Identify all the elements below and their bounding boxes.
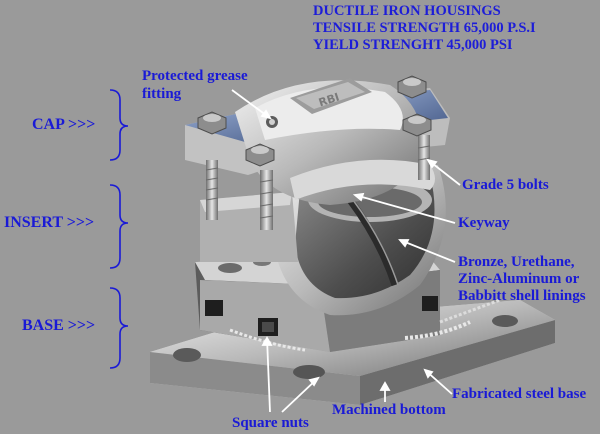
cap-illustration: RBI <box>185 78 450 205</box>
bolt-assembly <box>197 75 432 230</box>
section-label-insert: INSERT >>> <box>4 214 95 231</box>
callout-linings-line2: Zinc-Aluminum or <box>458 271 580 287</box>
base-brace <box>109 287 129 369</box>
section-label-cap: CAP >>> <box>32 116 96 133</box>
callout-machined-bottom: Machined bottom <box>332 402 446 418</box>
header-line-1: DUCTILE IRON HOUSINGS <box>313 3 501 19</box>
callout-grade5-bolts: Grade 5 bolts <box>462 177 549 193</box>
cap-brace <box>109 89 129 161</box>
insert-brace <box>109 184 129 269</box>
leader-linings <box>399 239 456 263</box>
callout-linings-line3: Babbitt shell linings <box>458 288 586 304</box>
callout-square-nuts: Square nuts <box>232 415 309 431</box>
leader-lines <box>231 89 461 413</box>
callout-linings-line1: Bronze, Urethane, <box>458 254 575 270</box>
callout-grease-fitting-line1: Protected grease <box>142 68 248 84</box>
section-label-base: BASE >>> <box>22 317 96 334</box>
leader-square-nuts-1 <box>266 337 271 413</box>
callout-fabricated-base: Fabricated steel base <box>452 386 587 402</box>
svg-text:RBI: RBI <box>317 90 341 109</box>
header-line-3: YIELD STRENGHT 45,000 PSI <box>313 37 513 53</box>
callout-grease-fitting-line2: fitting <box>142 86 182 102</box>
header-line-2: TENSILE STRENGTH 65,000 P.S.I <box>313 20 536 36</box>
section-braces <box>109 89 129 369</box>
leader-keyway <box>354 194 456 224</box>
callout-keyway: Keyway <box>458 215 510 231</box>
